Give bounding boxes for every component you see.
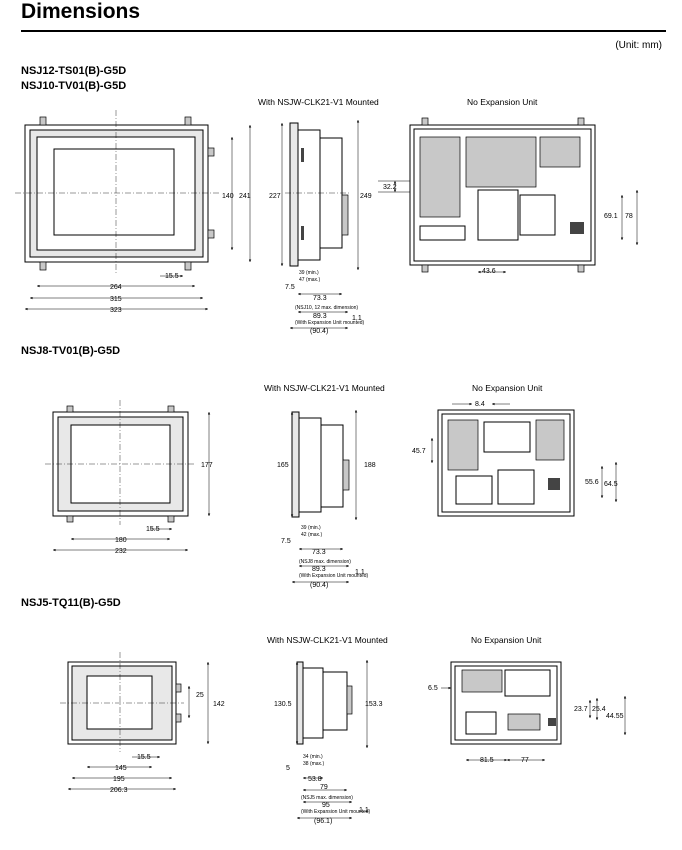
- dim-side-note1: (NSJ10, 12 max. dimension): [295, 305, 358, 311]
- dim3-front-lug: 15.5: [137, 754, 151, 761]
- front-dims-1: 264 315 323 140 241 15.5: [25, 125, 252, 314]
- dim-side-dmin: 39 (min.): [299, 270, 319, 276]
- dim-rear-c: 69.1: [604, 213, 618, 220]
- dim3-side-d3: (96.1): [314, 818, 332, 825]
- dim2-rear-c: 55.6: [585, 479, 599, 486]
- dim2-side-note1: (NSJ8 max. dimension): [299, 559, 351, 565]
- dim2-side-dmin: 39 (min.): [301, 525, 321, 531]
- rear-view-1: 32.2 43.6 69.1 78: [378, 117, 639, 275]
- unit-note: (Unit: mm): [615, 40, 662, 51]
- dim3-side-gap: 1.1: [359, 807, 369, 814]
- caption-mounted-3: With NSJW-CLK21-V1 Mounted: [267, 635, 388, 645]
- dim2-side-note2: (With Expansion Unit mounted): [299, 573, 369, 579]
- dim3-front-inner-w: 145: [115, 765, 127, 772]
- dim3-side-d1: 79: [320, 784, 328, 791]
- caption-noexp-1: No Expansion Unit: [467, 97, 538, 107]
- dim-side-gap: 1.1: [352, 315, 362, 322]
- caption-noexp-2: No Expansion Unit: [472, 383, 543, 393]
- dim-side-d3: (90.4): [310, 328, 328, 335]
- dim-rear-a: 32.2: [383, 184, 397, 191]
- dim3-side-d2: 95: [322, 802, 330, 809]
- dim3-front-mid-w: 195: [113, 776, 125, 783]
- page-title: Dimensions: [21, 0, 141, 23]
- front-view-1: [15, 110, 220, 275]
- model-nsj12: NSJ12-TS01(B)-G5D: [21, 65, 127, 77]
- dim2-front-outer-w: 232: [115, 548, 127, 555]
- dim-side-d1: 73.3: [313, 295, 327, 302]
- side-view-2: 165 188 7.5 39 (min.) 42 (max.) 73.3 (NS…: [277, 410, 376, 589]
- dim3-side-lip: 5: [286, 765, 290, 772]
- dim2-side-h-left: 165: [277, 462, 289, 469]
- dim-side-note2: (With Expansion Unit mounted): [295, 320, 365, 326]
- dim2-front-outer-h: 177: [201, 462, 213, 469]
- dim-side-lip: 7.5: [285, 284, 295, 291]
- front-view-3: 145 195 206.3 25 142 15.5: [60, 652, 225, 794]
- dim2-rear-d: 64.5: [604, 481, 618, 488]
- dim-front-outer-w: 323: [110, 307, 122, 314]
- dim3-rear-f: 44.55: [606, 713, 624, 720]
- dim-side-dmax: 47 (max.): [299, 277, 320, 283]
- dim3-front-inner-h: 25: [196, 692, 204, 699]
- dim2-front-lug: 15.5: [146, 526, 160, 533]
- model-nsj5: NSJ5-TQ11(B)-G5D: [21, 597, 121, 609]
- dim2-side-gap: 1.1: [355, 569, 365, 576]
- dim3-rear-d: 23.7: [574, 706, 588, 713]
- dim-side-d2: 89.3: [313, 313, 327, 320]
- dim-side-h-left: 227: [269, 193, 281, 200]
- dim-rear-d: 78: [625, 213, 633, 220]
- side-view-3: 130.5 153.3 5 34 (min.) 38 (max.) 53.8 7…: [274, 660, 383, 825]
- dim3-side-note1: (NSJ5 max. dimension): [301, 795, 353, 801]
- front-view-2: 180 232 177 15.5: [45, 400, 213, 555]
- dim2-side-d3: (90.4): [310, 582, 328, 589]
- dim3-rear-b: 81.5: [480, 757, 494, 764]
- model-nsj10: NSJ10-TV01(B)-G5D: [21, 80, 127, 92]
- dim3-rear-e: 25.4: [592, 706, 606, 713]
- dim2-side-d2: 89.3: [312, 566, 326, 573]
- dim2-rear-a: 8.4: [475, 401, 485, 408]
- dim2-rear-b: 45.7: [412, 448, 426, 455]
- dim3-front-outer-w: 206.3: [110, 787, 128, 794]
- dim3-front-outer-h: 142: [213, 701, 225, 708]
- dim-front-mid-w: 315: [110, 296, 122, 303]
- rear-view-2: 8.4 45.7 55.6 64.5: [412, 401, 618, 517]
- dim2-front-inner-w: 180: [115, 537, 127, 544]
- title-rule: [21, 30, 666, 32]
- dim3-side-h-left: 130.5: [274, 701, 292, 708]
- dim-front-lug: 15.5: [165, 273, 179, 280]
- caption-mounted-2: With NSJW-CLK21-V1 Mounted: [264, 383, 385, 393]
- dim-side-h-right: 249: [360, 193, 372, 200]
- dim2-side-dmax: 42 (max.): [301, 532, 322, 538]
- dim2-side-h-right: 188: [364, 462, 376, 469]
- dim2-side-d1: 73.3: [312, 549, 326, 556]
- caption-noexp-3: No Expansion Unit: [471, 635, 542, 645]
- dim-rear-b: 43.6: [482, 268, 496, 275]
- dim2-side-lip: 7.5: [281, 538, 291, 545]
- dim-front-inner-h: 140: [222, 193, 234, 200]
- dim3-side-dmax: 38 (max.): [303, 761, 324, 767]
- dim3-side-h-right: 153.3: [365, 701, 383, 708]
- dim-front-outer-h: 241: [239, 193, 251, 200]
- side-view-1: 227 249 7.5 39 (min.) 47 (max.) 73.3 (NS…: [269, 120, 372, 335]
- dim3-rear-c: 77: [521, 757, 529, 764]
- rear-view-3: 6.5 81.5 77 23.7 25.4 44.55: [428, 661, 627, 764]
- dim3-side-note2: (With Expansion Unit mounted): [301, 809, 371, 815]
- dim3-side-d0: 53.8: [308, 776, 322, 783]
- dim3-side-dmin: 34 (min.): [303, 754, 323, 760]
- caption-mounted-1: With NSJW-CLK21-V1 Mounted: [258, 97, 379, 107]
- dim3-rear-a: 6.5: [428, 685, 438, 692]
- dim-front-inner-w: 264: [110, 284, 122, 291]
- model-nsj8: NSJ8-TV01(B)-G5D: [21, 345, 121, 357]
